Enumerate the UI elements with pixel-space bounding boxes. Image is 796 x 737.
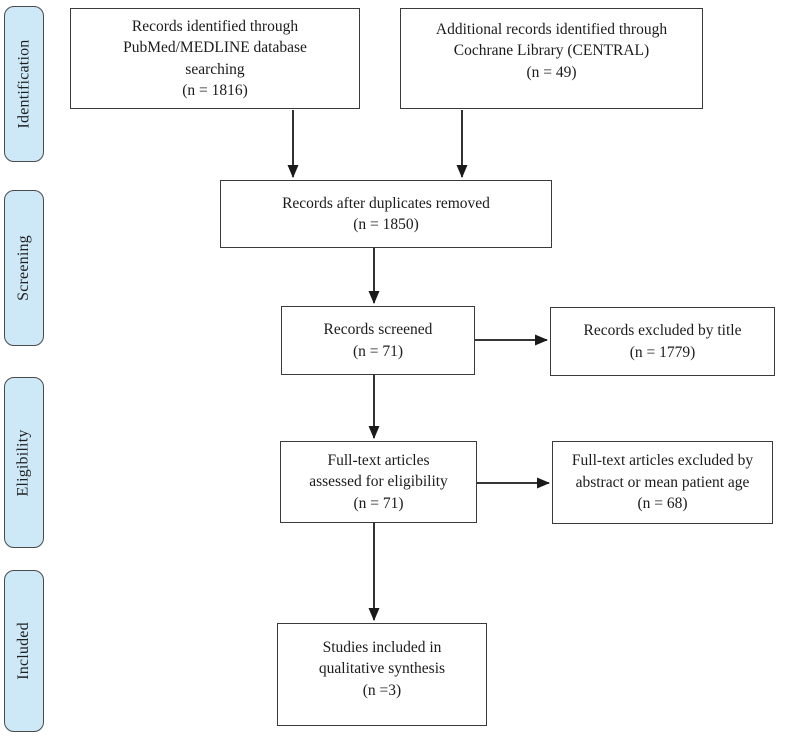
- stage-identification-label: Identification: [15, 39, 32, 129]
- stage-included: Included: [4, 570, 44, 732]
- box-excluded-by-title: Records excluded by title (n = 1779): [550, 307, 775, 376]
- box-after-duplicates: Records after duplicates removed (n = 18…: [220, 180, 552, 248]
- stage-eligibility-label: Eligibility: [15, 428, 32, 497]
- box-studies-included: Studies included in qualitative synthesi…: [277, 623, 487, 726]
- box-additional-records: Additional records identified through Co…: [400, 8, 703, 109]
- box-records-screened: Records screened (n = 71): [281, 306, 475, 375]
- stage-included-label: Included: [15, 622, 33, 680]
- box-fulltext-assessed: Full-text articles assessed for eligibil…: [280, 441, 477, 523]
- stage-eligibility: Eligibility: [4, 377, 44, 548]
- stage-screening: Screening: [4, 190, 44, 346]
- stage-identification: Identification: [4, 6, 44, 162]
- stage-screening-label: Screening: [15, 235, 32, 301]
- box-records-identified: Records identified through PubMed/MEDLIN…: [70, 8, 360, 109]
- box-fulltext-excluded: Full-text articles excluded by abstract …: [552, 441, 773, 524]
